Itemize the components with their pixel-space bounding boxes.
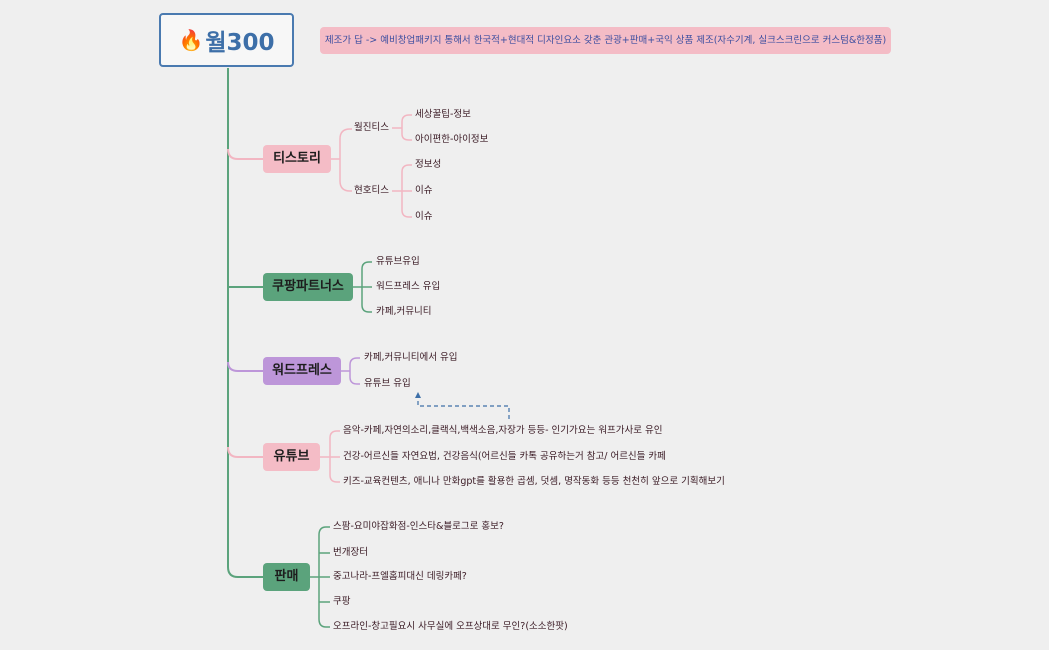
- leaf-youtube-1[interactable]: 음악-카페,자연의소리,클랙식,백색소음,자장가 등등- 인기가요는 워프가사로…: [343, 425, 663, 436]
- leaf-wordpress-1[interactable]: 카페,커뮤니티에서 유입: [364, 352, 458, 363]
- leaf-sales-2[interactable]: 번개장터: [333, 547, 368, 558]
- root-node[interactable]: 🔥 월300: [159, 13, 294, 67]
- leaf-hyunho-2[interactable]: 이슈: [415, 185, 433, 196]
- leaf-coupang-3[interactable]: 카페,커뮤니티: [376, 306, 432, 317]
- branch-coupang[interactable]: 쿠팡파트너스: [263, 273, 353, 301]
- leaf-sales-4[interactable]: 쿠팡: [333, 596, 351, 607]
- leaf-woljin-2[interactable]: 아이편한-아이정보: [415, 134, 489, 145]
- leaf-youtube-3[interactable]: 키즈-교육컨텐츠, 애니나 만화gpt를 활용한 곱셈, 덧셈, 명작동화 등등…: [343, 476, 725, 487]
- sub-branch-hyunho[interactable]: 현호티스: [354, 185, 389, 196]
- leaf-hyunho-1[interactable]: 정보성: [415, 159, 442, 170]
- branch-wordpress[interactable]: 워드프레스: [263, 357, 341, 385]
- root-title: 월300: [205, 30, 275, 56]
- leaf-coupang-1[interactable]: 유튜브유입: [376, 256, 420, 267]
- leaf-wordpress-2[interactable]: 유튜브 유입: [364, 378, 411, 389]
- branch-sales[interactable]: 판매: [263, 563, 310, 591]
- leaf-woljin-1[interactable]: 세상꿀팁-정보: [415, 109, 471, 120]
- branch-youtube[interactable]: 유튜브: [263, 443, 320, 471]
- leaf-youtube-2[interactable]: 건강-어르신들 자연요법, 건강음식(어르신들 카톡 공유하는거 참고/ 어르신…: [343, 451, 666, 462]
- root-note[interactable]: 제조가 답 -> 예비창업패키지 통해서 한국적+현대적 디자인요소 갖춘 관광…: [320, 27, 891, 54]
- leaf-sales-1[interactable]: 스팜-요미야잡화점-인스타&블로그로 홍보?: [333, 521, 504, 532]
- leaf-coupang-2[interactable]: 워드프레스 유입: [376, 281, 441, 292]
- leaf-sales-3[interactable]: 중고나라-프엘홈피대신 데링카페?: [333, 571, 467, 582]
- branch-tistory[interactable]: 티스토리: [263, 145, 331, 173]
- leaf-hyunho-3[interactable]: 이슈: [415, 211, 433, 222]
- sub-branch-woljin[interactable]: 월진티스: [354, 122, 389, 133]
- leaf-sales-5[interactable]: 오프라인-창고필요시 사무실에 오프상대로 무인?(소소한팟): [333, 621, 568, 632]
- fire-icon: 🔥: [178, 28, 204, 52]
